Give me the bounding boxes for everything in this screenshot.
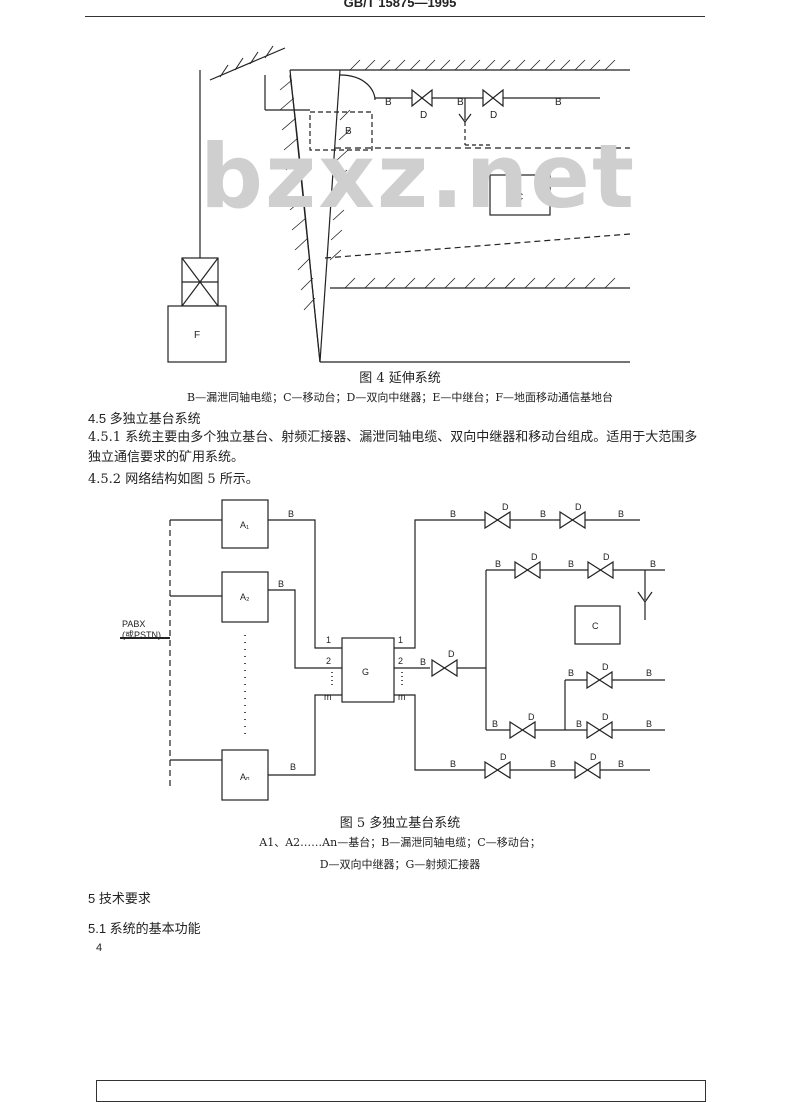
fig5-port-m: m bbox=[398, 692, 406, 702]
page-header: GB/T 15875—1995 bbox=[343, 0, 457, 10]
page-number: 4 bbox=[96, 942, 103, 954]
footer-box bbox=[96, 1080, 706, 1102]
figure-4-diagram: B D B D B B C F bbox=[167, 45, 631, 363]
fig4-label-d1: D bbox=[420, 110, 427, 121]
fig5-label-b: B bbox=[290, 762, 296, 772]
fig5-label-b: B bbox=[450, 759, 456, 769]
fig5-label-b: B bbox=[568, 559, 574, 569]
fig5-port-1: 1 bbox=[398, 635, 403, 645]
fig4-label-c: C bbox=[516, 192, 523, 203]
section-4-5-1-text: 4.5.1 系统主要由多个独立基台、射频汇接器、漏泄同轴电缆、双向中继器和移动台… bbox=[88, 430, 698, 465]
fig5-label-a1: A₁ bbox=[240, 520, 249, 530]
fig5-label-d: D bbox=[602, 712, 609, 722]
fig5-label-d: D bbox=[528, 712, 535, 722]
fig5-label-b: B bbox=[495, 559, 501, 569]
figure-4-legend: B—漏泄同轴电缆；C—移动台；D—双向中继器；E—中继台；F—地面移动通信基地台 bbox=[187, 391, 613, 404]
fig5-label-b: B bbox=[646, 668, 652, 678]
fig5-label-d: D bbox=[590, 752, 597, 762]
figure-5-legend-2: D—双向中继器；G—射频汇接器 bbox=[319, 858, 481, 871]
fig4-label-f: F bbox=[194, 330, 200, 341]
figure-5-diagram: A₁ A₂ Aₙ B B B 1 2 m 1 2 m G C B D B D B… bbox=[120, 499, 665, 801]
fig5-label-d: D bbox=[502, 502, 509, 512]
fig5-label-a2: A₂ bbox=[240, 592, 250, 602]
fig5-label-d: D bbox=[602, 662, 609, 672]
fig5-label-b: B bbox=[618, 509, 624, 519]
section-5-1-title: 5.1 系统的基本功能 bbox=[88, 921, 201, 936]
fig5-pabx: PABX bbox=[122, 619, 145, 629]
fig4-label-b2: B bbox=[457, 97, 464, 108]
fig5-label-b: B bbox=[288, 509, 294, 519]
fig5-pabx-sub: (或PSTN) bbox=[122, 629, 161, 640]
fig5-label-b: B bbox=[568, 668, 574, 678]
fig5-label-b: B bbox=[278, 579, 284, 589]
fig5-port-2: 2 bbox=[398, 656, 403, 666]
section-4-5-title: 4.5 多独立基台系统 bbox=[88, 411, 201, 426]
fig4-label-b3: B bbox=[555, 97, 562, 108]
figure-5-caption: 图 5 多独立基台系统 bbox=[339, 816, 461, 831]
fig5-label-b: B bbox=[450, 509, 456, 519]
figure-5-legend-1: A1、A2……An—基台；B—漏泄同轴电缆；C—移动台； bbox=[259, 836, 541, 849]
fig5-label-b: B bbox=[576, 719, 582, 729]
fig4-label-b1: B bbox=[385, 97, 392, 108]
fig5-label-d: D bbox=[500, 752, 507, 762]
fig4-label-b4: B bbox=[345, 126, 352, 137]
fig5-label-b: B bbox=[540, 509, 546, 519]
fig4-label-d2: D bbox=[490, 110, 497, 121]
section-5-title: 5 技术要求 bbox=[88, 891, 151, 906]
fig5-port-1: 1 bbox=[326, 635, 331, 645]
fig5-port-2: 2 bbox=[326, 656, 331, 666]
fig5-label-b: B bbox=[650, 559, 656, 569]
fig5-port-m: m bbox=[324, 692, 332, 702]
fig5-label-an: Aₙ bbox=[240, 772, 250, 782]
fig5-label-d: D bbox=[448, 649, 455, 659]
section-4-5-2-text: 4.5.2 网络结构如图 5 所示。 bbox=[88, 472, 259, 487]
fig5-label-c: C bbox=[592, 621, 599, 631]
fig5-label-b: B bbox=[492, 719, 498, 729]
fig5-label-d: D bbox=[603, 552, 610, 562]
header-rule bbox=[85, 16, 705, 17]
watermark: bzxz.net bbox=[200, 125, 637, 228]
fig5-label-b: B bbox=[646, 719, 652, 729]
fig5-label-b: B bbox=[618, 759, 624, 769]
figure-4-caption: 图 4 延伸系统 bbox=[359, 371, 441, 386]
fig5-label-g: G bbox=[362, 667, 369, 677]
fig5-label-d: D bbox=[575, 502, 582, 512]
fig5-label-d: D bbox=[531, 552, 538, 562]
fig5-label-b: B bbox=[550, 759, 556, 769]
fig5-label-b: B bbox=[420, 657, 426, 667]
